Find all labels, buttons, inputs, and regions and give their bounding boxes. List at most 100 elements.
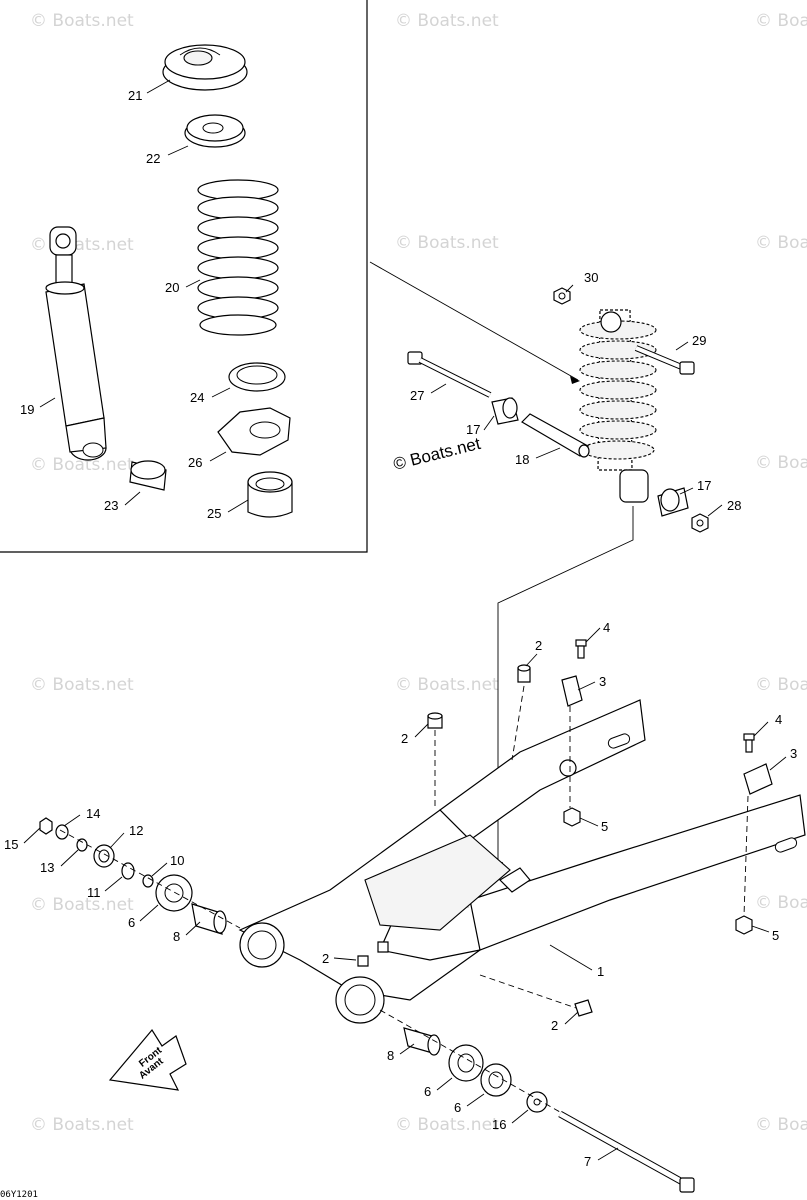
- part-5-nut: [735, 915, 753, 935]
- inset-frame: [0, 0, 368, 553]
- arrowhead: [570, 376, 580, 384]
- part-17-spacer: [491, 397, 519, 425]
- front-direction-arrow: Front Avant: [108, 1028, 187, 1091]
- callout-29: 29: [692, 333, 706, 348]
- leader-lines: [23, 79, 787, 1161]
- watermark: © Boats.net: [30, 11, 134, 31]
- callout-18: 18: [515, 452, 529, 467]
- callout-25: 25: [207, 506, 221, 521]
- part-18-sleeve: [521, 413, 590, 458]
- callout-15: 15: [4, 837, 18, 852]
- callout-19: 19: [20, 402, 34, 417]
- watermark: © Boats.net: [395, 233, 499, 253]
- part-17-spacer: [657, 487, 689, 517]
- part-7-axle: [558, 1110, 695, 1193]
- callout-2: 2: [551, 1018, 558, 1033]
- callout-8: 8: [173, 929, 180, 944]
- watermark: © Boats.net: [395, 675, 499, 695]
- assembly-line: [379, 1009, 561, 1113]
- watermark: © Boats.net: [755, 893, 807, 913]
- callout-8: 8: [387, 1048, 394, 1063]
- watermark: © Boats.net: [755, 11, 807, 31]
- callout-2: 2: [535, 638, 542, 653]
- drawing-code: 06Y1201: [0, 1190, 38, 1200]
- callout-6: 6: [128, 915, 135, 930]
- callout-28: 28: [727, 498, 741, 513]
- assembly-line: [479, 974, 577, 1009]
- part-4-screw: [575, 639, 587, 659]
- callout-22: 22: [146, 151, 160, 166]
- part-2-nut: [357, 941, 389, 967]
- part-6-bearing: [155, 874, 193, 912]
- callout-27: 27: [410, 388, 424, 403]
- callout-2: 2: [322, 951, 329, 966]
- part-22-retainer: [184, 114, 246, 148]
- callout-3: 3: [599, 674, 606, 689]
- part-8-bushing: [403, 1027, 441, 1056]
- part-15-nut: [39, 817, 53, 835]
- part-11-spacer: [121, 862, 135, 880]
- callout-4: 4: [775, 712, 782, 727]
- callout-17: 17: [466, 422, 480, 437]
- part-28-nut: [691, 513, 709, 533]
- callout-23: 23: [104, 498, 118, 513]
- part-14-washer: [55, 824, 69, 840]
- watermark: © Boats.net: [395, 11, 499, 31]
- part-16-washer: [526, 1091, 548, 1113]
- part-1-swing-arm: [238, 699, 806, 1024]
- assembly-line: [59, 829, 241, 929]
- part-6-bearing: [448, 1044, 484, 1082]
- callout-17: 17: [697, 478, 711, 493]
- watermarks: © Boats.net © Boats.net © Boats.net © Bo…: [30, 11, 807, 1135]
- callout-21: 21: [128, 88, 142, 103]
- part-8-bushing: [191, 903, 227, 935]
- part-20-coil-spring: [197, 179, 279, 336]
- callout-1: 1: [597, 964, 604, 979]
- callout-20: 20: [165, 280, 179, 295]
- part-3-bracket: [743, 763, 773, 795]
- watermark: © Boats.net: [755, 1115, 807, 1135]
- part-3-bracket: [561, 675, 583, 707]
- watermark-dark: © Boats.net: [391, 434, 482, 474]
- part-5-nut: [563, 807, 581, 827]
- part-6-bearing: [480, 1063, 512, 1097]
- callout-7: 7: [584, 1154, 591, 1169]
- callout-14: 14: [86, 806, 100, 821]
- callout-10: 10: [170, 853, 184, 868]
- callout-labels: 21 22 20 19 24 26 23 25 30 29 27 17 18 1…: [4, 88, 797, 1169]
- assembly-line: [511, 685, 525, 761]
- part-19-shock-absorber: [45, 226, 107, 461]
- part-13-washer: [76, 838, 88, 852]
- watermark: © Boats.net: [755, 675, 807, 695]
- watermark: © Boats.net: [395, 1115, 499, 1135]
- callout-2: 2: [401, 731, 408, 746]
- callout-6: 6: [424, 1084, 431, 1099]
- callout-3: 3: [790, 746, 797, 761]
- part-21-spring-collar: [162, 44, 248, 91]
- callout-16: 16: [492, 1117, 506, 1132]
- mounted-shock: [579, 309, 657, 503]
- part-10-washer: [142, 874, 154, 888]
- watermark: © Boats.net: [755, 453, 807, 473]
- watermark: © Boats.net: [30, 675, 134, 695]
- part-23-bushing: [129, 460, 167, 491]
- watermark: © Boats.net: [30, 235, 134, 255]
- callout-5: 5: [601, 819, 608, 834]
- part-29-bolt: [634, 345, 695, 375]
- watermark: © Boats.net: [755, 233, 807, 253]
- part-2-nut: [427, 712, 443, 729]
- part-12-collar: [93, 844, 115, 868]
- part-24-washer: [228, 362, 286, 392]
- callout-12: 12: [129, 823, 143, 838]
- callout-24: 24: [190, 390, 204, 405]
- callout-30: 30: [584, 270, 598, 285]
- part-27-long-bolt: [407, 351, 492, 398]
- inset-link-line: [369, 261, 579, 381]
- watermark: © Boats.net: [30, 895, 134, 915]
- callout-26: 26: [188, 455, 202, 470]
- assembly-line: [743, 795, 749, 917]
- part-4-screw: [743, 733, 755, 753]
- callout-13: 13: [40, 860, 54, 875]
- callout-5: 5: [772, 928, 779, 943]
